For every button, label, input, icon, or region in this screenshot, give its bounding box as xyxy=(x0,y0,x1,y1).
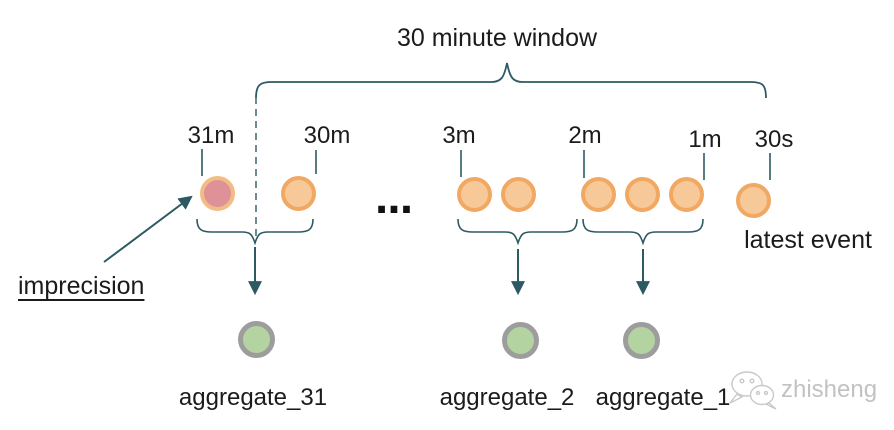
event-circle-30m xyxy=(281,176,316,211)
aggregate-31-circle xyxy=(238,321,275,358)
aggregate-2-label: aggregate_2 xyxy=(439,384,575,411)
event-circle-2m-2 xyxy=(625,177,660,212)
tick-label-2m: 2m xyxy=(568,122,602,149)
window-title: 30 minute window xyxy=(396,24,598,52)
event-circle-30s-latest xyxy=(736,183,771,218)
tick-label-30s: 30s xyxy=(754,126,794,153)
event-circle-2m-1 xyxy=(581,177,616,212)
aggregate-31-label: aggregate_31 xyxy=(178,384,328,411)
ellipsis: ... xyxy=(374,178,413,222)
latest-event-label: latest event xyxy=(744,226,872,254)
aggregate-2-circle xyxy=(502,322,539,359)
event-circle-31m-imprecise xyxy=(200,176,235,211)
tick-label-3m: 3m xyxy=(442,122,476,149)
imprecision-label: imprecision xyxy=(18,272,145,300)
event-circle-3m-2 xyxy=(501,177,536,212)
window-brace xyxy=(255,62,767,99)
aggregate-1-label: aggregate_1 xyxy=(595,384,731,411)
tick-label-1m: 1m xyxy=(688,126,722,153)
aggregate-1-circle xyxy=(623,322,660,359)
group-brace-aggregate-31 xyxy=(196,218,314,246)
tick-label-30m: 30m xyxy=(303,122,351,149)
event-circle-1m xyxy=(669,177,704,212)
group-brace-aggregate-1 xyxy=(582,218,704,246)
event-circle-3m-1 xyxy=(457,177,492,212)
imprecision-arrow xyxy=(103,195,193,263)
tick-label-31m: 31m xyxy=(187,122,235,149)
watermark-label: zhisheng xyxy=(781,376,878,403)
wechat-icon xyxy=(729,371,777,410)
group-brace-aggregate-2 xyxy=(457,218,578,246)
